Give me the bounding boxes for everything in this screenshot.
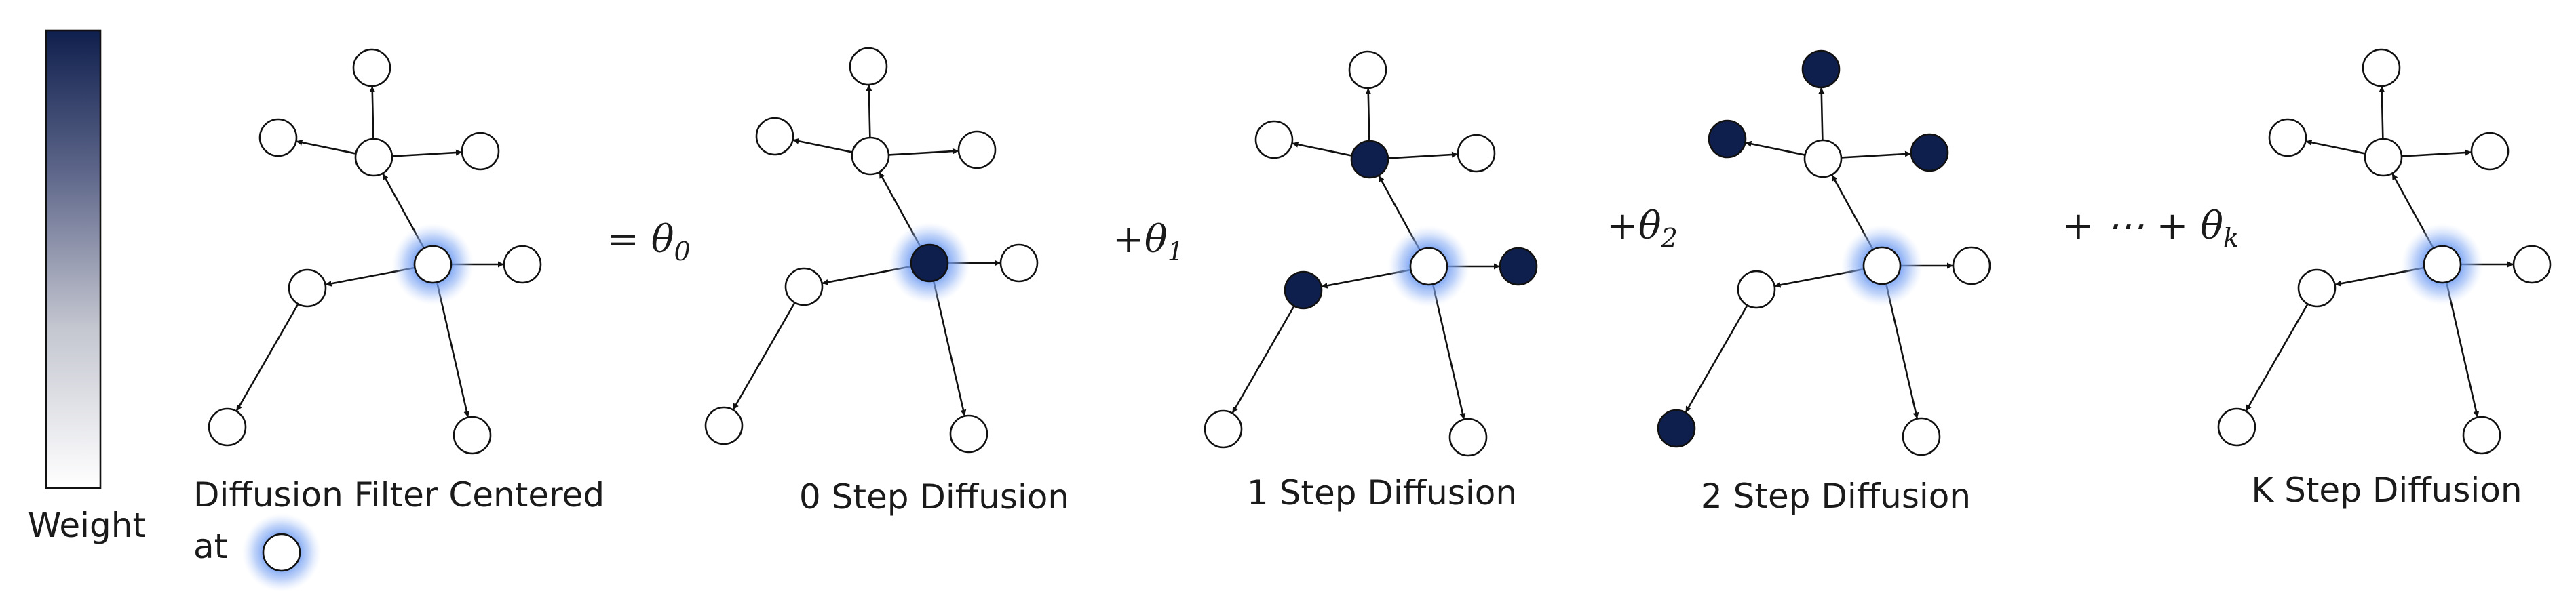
coefficient-theta-2: +θ2 <box>1607 204 1678 253</box>
panel-caption-1-step: 1 Step Diffusion <box>1247 473 1517 512</box>
weight-legend: Weight <box>28 29 146 545</box>
node-leaf-right <box>2512 245 2552 284</box>
edge-hub-to-up_right <box>1841 150 1911 159</box>
edge-hub-to-up_left <box>1745 140 1805 156</box>
edge-mid_left-to-bottom_left <box>732 302 796 410</box>
node-mid-left <box>288 268 327 308</box>
node-bottom-left <box>1657 409 1696 448</box>
node-up-right <box>1910 133 1949 172</box>
edge-hub-to-up_left <box>2305 139 2366 155</box>
node-up-left <box>1254 120 1294 159</box>
edge-hub-to-top <box>866 85 872 138</box>
node-mid-left <box>784 267 824 306</box>
node-up-left <box>2268 118 2307 157</box>
edge-mid_left-to-bottom_left <box>235 303 299 411</box>
node-hub <box>2364 138 2403 177</box>
panel-caption-0-step: 0 Step Diffusion <box>799 477 1069 517</box>
center-node-key-circle <box>262 533 301 572</box>
node-hub <box>354 138 393 177</box>
panel-2-step-diffusion <box>1657 49 1991 456</box>
edge-hub-to-up_right <box>888 148 959 156</box>
node-bottom-left <box>208 407 247 447</box>
node-leaf-right <box>1499 247 1538 286</box>
node-mid-left <box>1737 270 1776 309</box>
edge-hub-to-up_right <box>1387 151 1458 159</box>
node-center <box>413 245 453 284</box>
center-node-key <box>242 513 321 592</box>
weight-label: Weight <box>28 506 146 545</box>
edge-hub-to-up_left <box>1292 141 1352 157</box>
node-bottom-right <box>1902 417 1941 456</box>
coefficient-theta-k: + ⋯ + θk <box>2062 204 2239 253</box>
node-top <box>849 47 888 86</box>
node-bottom-right <box>2462 416 2501 455</box>
panel-k-step-diffusion <box>2217 48 2552 455</box>
edge-center-to-bottom_right <box>2445 282 2480 418</box>
node-hub <box>1350 140 1389 179</box>
node-bottom-left <box>704 406 744 445</box>
node-mid-left <box>1284 270 1323 310</box>
edge-hub-to-up_right <box>2401 149 2472 157</box>
node-leaf-right <box>1952 246 1991 285</box>
edge-hub-to-top <box>1365 88 1372 142</box>
edge-hub-to-up_right <box>391 149 462 157</box>
panel-caption-k-step: K Step Diffusion <box>2251 470 2522 510</box>
node-up-left <box>258 118 298 157</box>
weight-colorbar <box>45 29 102 489</box>
edge-hub-to-up_left <box>792 138 853 153</box>
panel-1-step-diffusion <box>1204 50 1538 457</box>
node-center <box>1862 246 1902 285</box>
edge-center-to-bottom_right <box>1885 283 1919 419</box>
edge-mid_left-to-bottom_left <box>1685 304 1748 413</box>
panel-caption-2-step: 2 Step Diffusion <box>1701 477 1971 516</box>
edge-mid_left-to-bottom_left <box>1231 305 1295 414</box>
panel-0-step-diffusion <box>704 47 1039 454</box>
edge-mid_left-to-bottom_left <box>2245 303 2309 411</box>
node-center <box>1409 247 1448 286</box>
coefficient-theta-1: +θ1 <box>1113 218 1184 266</box>
edge-hub-to-top <box>369 86 376 140</box>
node-up-right <box>2470 132 2510 171</box>
node-up-right <box>957 130 997 169</box>
edge-center-to-bottom_right <box>436 282 470 418</box>
panel-caption-diffusion-filter-at: at <box>193 527 227 566</box>
node-bottom-left <box>1204 409 1243 449</box>
node-leaf-right <box>999 243 1039 283</box>
edge-hub-to-top <box>1818 87 1825 141</box>
node-top <box>1348 50 1387 89</box>
panel-caption-diffusion-filter: Diffusion Filter Centered <box>193 475 604 515</box>
node-bottom-right <box>1448 418 1488 457</box>
node-top <box>1801 49 1841 89</box>
edge-center-to-bottom_right <box>1431 284 1466 420</box>
node-up-right <box>461 132 500 171</box>
edge-hub-to-up_left <box>296 139 356 155</box>
node-mid-left <box>2297 268 2337 308</box>
coefficient-theta-0: = θ0 <box>607 218 691 266</box>
node-center <box>910 243 949 283</box>
edge-center-to-bottom_right <box>932 281 967 416</box>
node-bottom-right <box>453 416 492 455</box>
node-bottom-left <box>2217 407 2256 447</box>
node-center <box>2423 245 2462 284</box>
node-top <box>352 48 391 87</box>
node-leaf-right <box>503 245 542 284</box>
panel-diffusion-filter <box>208 48 542 455</box>
node-hub <box>851 136 890 176</box>
node-hub <box>1803 139 1843 178</box>
node-bottom-right <box>949 414 988 454</box>
node-up-left <box>755 117 794 156</box>
node-up-left <box>1708 119 1747 159</box>
edge-hub-to-top <box>2379 86 2385 140</box>
node-up-right <box>1457 134 1496 173</box>
node-top <box>2362 48 2401 87</box>
